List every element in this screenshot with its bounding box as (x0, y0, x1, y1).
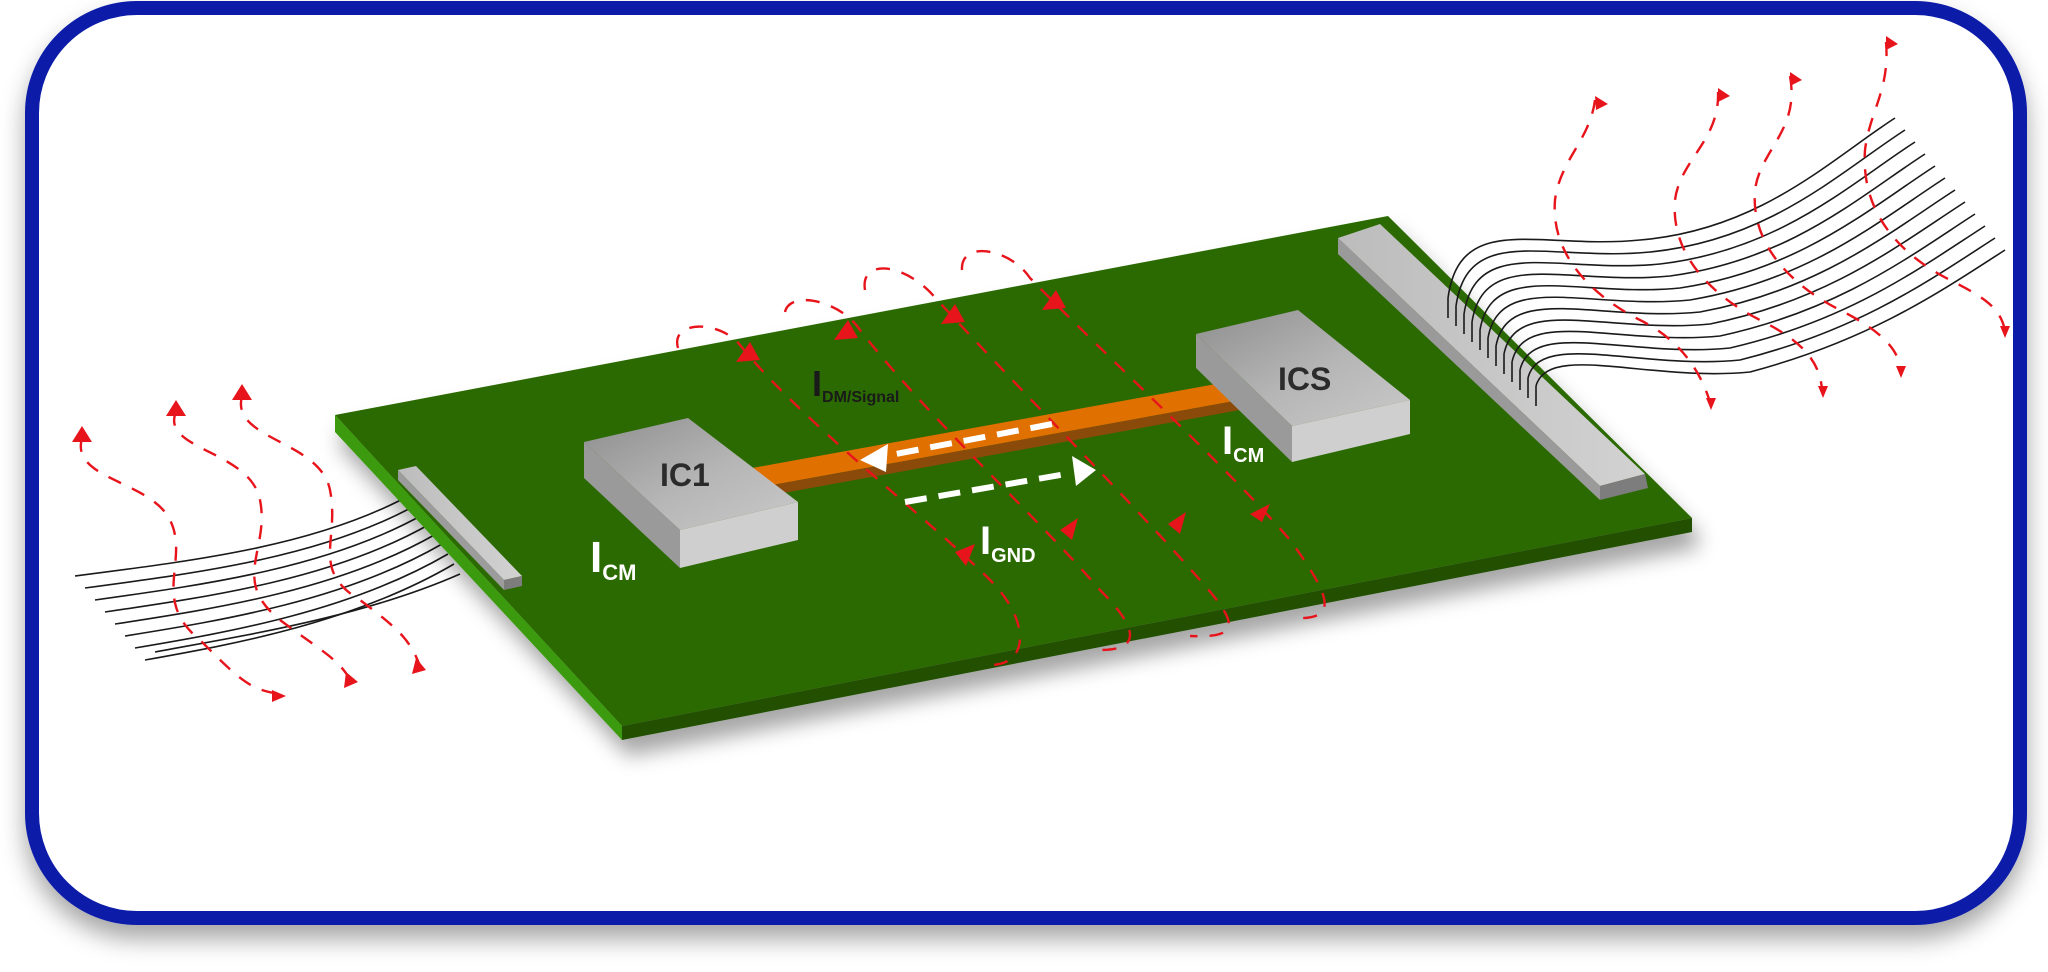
field-loop-1 (675, 325, 1022, 667)
ground-current-arrow (904, 470, 1073, 505)
board-left-edge (335, 415, 622, 740)
signal-current-arrow (879, 421, 1053, 460)
left-connector (398, 466, 522, 590)
ic1-chip (584, 418, 798, 568)
ic1-label: IC1 (660, 457, 710, 493)
field-right-3 (1753, 75, 1902, 371)
board-front-edge (622, 518, 1692, 740)
label-i-cm-left: ICM (590, 533, 636, 585)
current-arrows (860, 421, 1096, 505)
field-lines (79, 41, 2007, 696)
field-right-2 (1673, 91, 1824, 391)
ground-arrowhead (1072, 456, 1096, 486)
right-connector (1338, 224, 1648, 500)
ics-chip (1196, 310, 1410, 462)
field-right-1 (1553, 99, 1712, 403)
field-left-3 (239, 395, 422, 667)
label-i-dm-signal: IDM/Signal (812, 363, 899, 406)
ics-label: ICS (1278, 361, 1331, 397)
label-i-cm-right: ICM (1222, 419, 1264, 467)
signal-arrowhead (860, 444, 888, 472)
field-loop-3 (863, 267, 1230, 638)
label-i-gnd: IGND (980, 519, 1036, 567)
pcb-board (335, 216, 1692, 740)
field-arrowheads (72, 36, 2010, 702)
field-loop-4 (960, 249, 1326, 620)
right-connector-pins (1447, 298, 1537, 406)
left-ribbon-cable (74, 493, 461, 661)
field-right-4 (1863, 41, 2007, 331)
right-ribbon-cable (1447, 117, 2006, 387)
board-top (335, 216, 1692, 726)
field-left-1 (79, 437, 281, 696)
